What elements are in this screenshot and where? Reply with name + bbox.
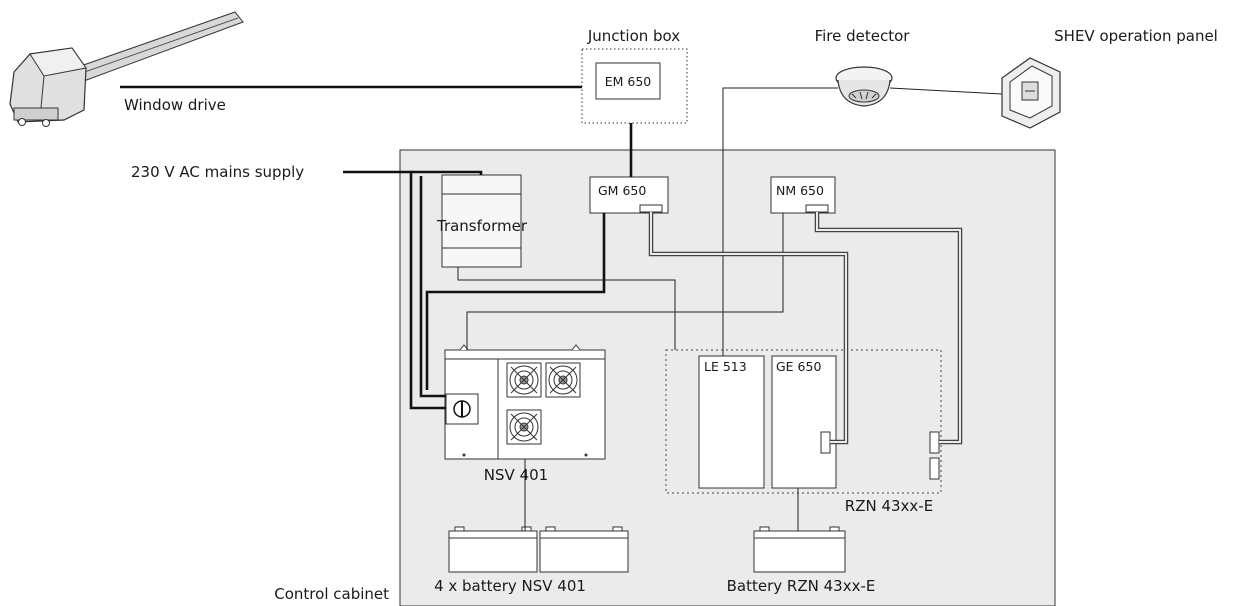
rzn-label: RZN 43xx-E [845,497,933,515]
ge650-module [771,355,837,489]
fire-detector-icon [835,66,893,107]
nsv-batteries-label: 4 x battery NSV 401 [434,577,586,595]
rzn-battery [753,526,846,573]
wiring [120,85,1003,531]
fan-icon [506,409,542,445]
rzn-enclosure [665,349,942,494]
ge650-label: GE 650 [776,359,821,374]
shev-panel-label: SHEV operation panel [1054,27,1218,45]
nsv-battery [539,526,629,573]
junction-box-label: Junction box [587,27,680,45]
le513-module [698,355,765,489]
nsv-battery [448,526,538,573]
nsv401-label: NSV 401 [484,466,548,484]
fan-icon [545,362,581,398]
mains-supply-label: 230 V AC mains supply [131,163,304,181]
le513-label: LE 513 [704,359,747,374]
window-drive-label: Window drive [124,96,226,114]
nsv401-unit [444,344,606,460]
window-drive-icon [9,11,244,127]
em650-module [595,62,661,100]
transformer [441,174,522,268]
fire-detector-label: Fire detector [815,27,911,45]
rzn-battery-label: Battery RZN 43xx-E [727,577,876,595]
em650-label: EM 650 [605,74,652,89]
shev-panel-icon [1001,57,1061,129]
control-cabinet-label: Control cabinet [274,585,389,603]
transformer-label: Transformer [436,217,528,235]
nm650-label: NM 650 [776,183,824,198]
gm650-label: GM 650 [598,183,646,198]
fan-icon [506,362,542,398]
